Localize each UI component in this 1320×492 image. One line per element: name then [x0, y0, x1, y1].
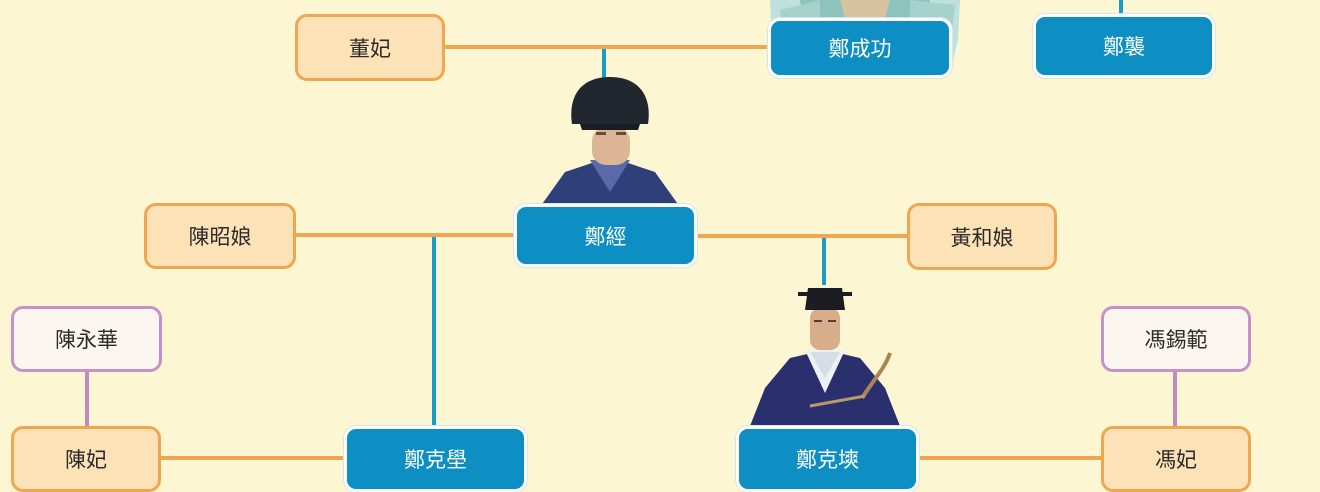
node-zheng-xi[interactable]: 鄭襲 [1033, 14, 1215, 78]
node-label: 鄭襲 [1103, 35, 1145, 59]
node-label: 鄭經 [584, 224, 627, 249]
node-label: 黃和娘 [950, 225, 1014, 250]
node-label: 董妃 [349, 36, 391, 61]
node-zheng-chenggong[interactable]: 鄭成功 [768, 18, 952, 78]
node-label: 馮錫範 [1144, 328, 1208, 352]
node-label: 鄭克壆 [404, 448, 467, 472]
node-label: 馮妃 [1155, 448, 1197, 472]
node-dong-fei[interactable]: 董妃 [295, 14, 445, 81]
node-feng-fei[interactable]: 馮妃 [1101, 426, 1251, 492]
node-chen-fei[interactable]: 陳妃 [11, 426, 161, 492]
node-label: 陳永華 [55, 328, 118, 352]
node-label: 陳妃 [65, 448, 107, 472]
node-label: 鄭克塽 [796, 448, 859, 472]
zheng-jing-portrait [540, 77, 680, 207]
node-chen-yonghua[interactable]: 陳永華 [11, 306, 162, 372]
node-chen-zhaoniang[interactable]: 陳昭娘 [144, 203, 296, 269]
node-feng-xifan[interactable]: 馮錫範 [1101, 306, 1251, 372]
zheng-keshuang-portrait [750, 288, 900, 426]
node-label: 鄭成功 [828, 37, 892, 61]
node-zheng-kezang[interactable]: 鄭克壆 [344, 426, 527, 492]
node-label: 陳昭娘 [188, 225, 252, 249]
node-zheng-keshuang[interactable]: 鄭克塽 [736, 426, 919, 492]
node-zheng-jing[interactable]: 鄭經 [514, 204, 697, 267]
node-huang-heniang[interactable]: 黃和娘 [907, 203, 1057, 270]
